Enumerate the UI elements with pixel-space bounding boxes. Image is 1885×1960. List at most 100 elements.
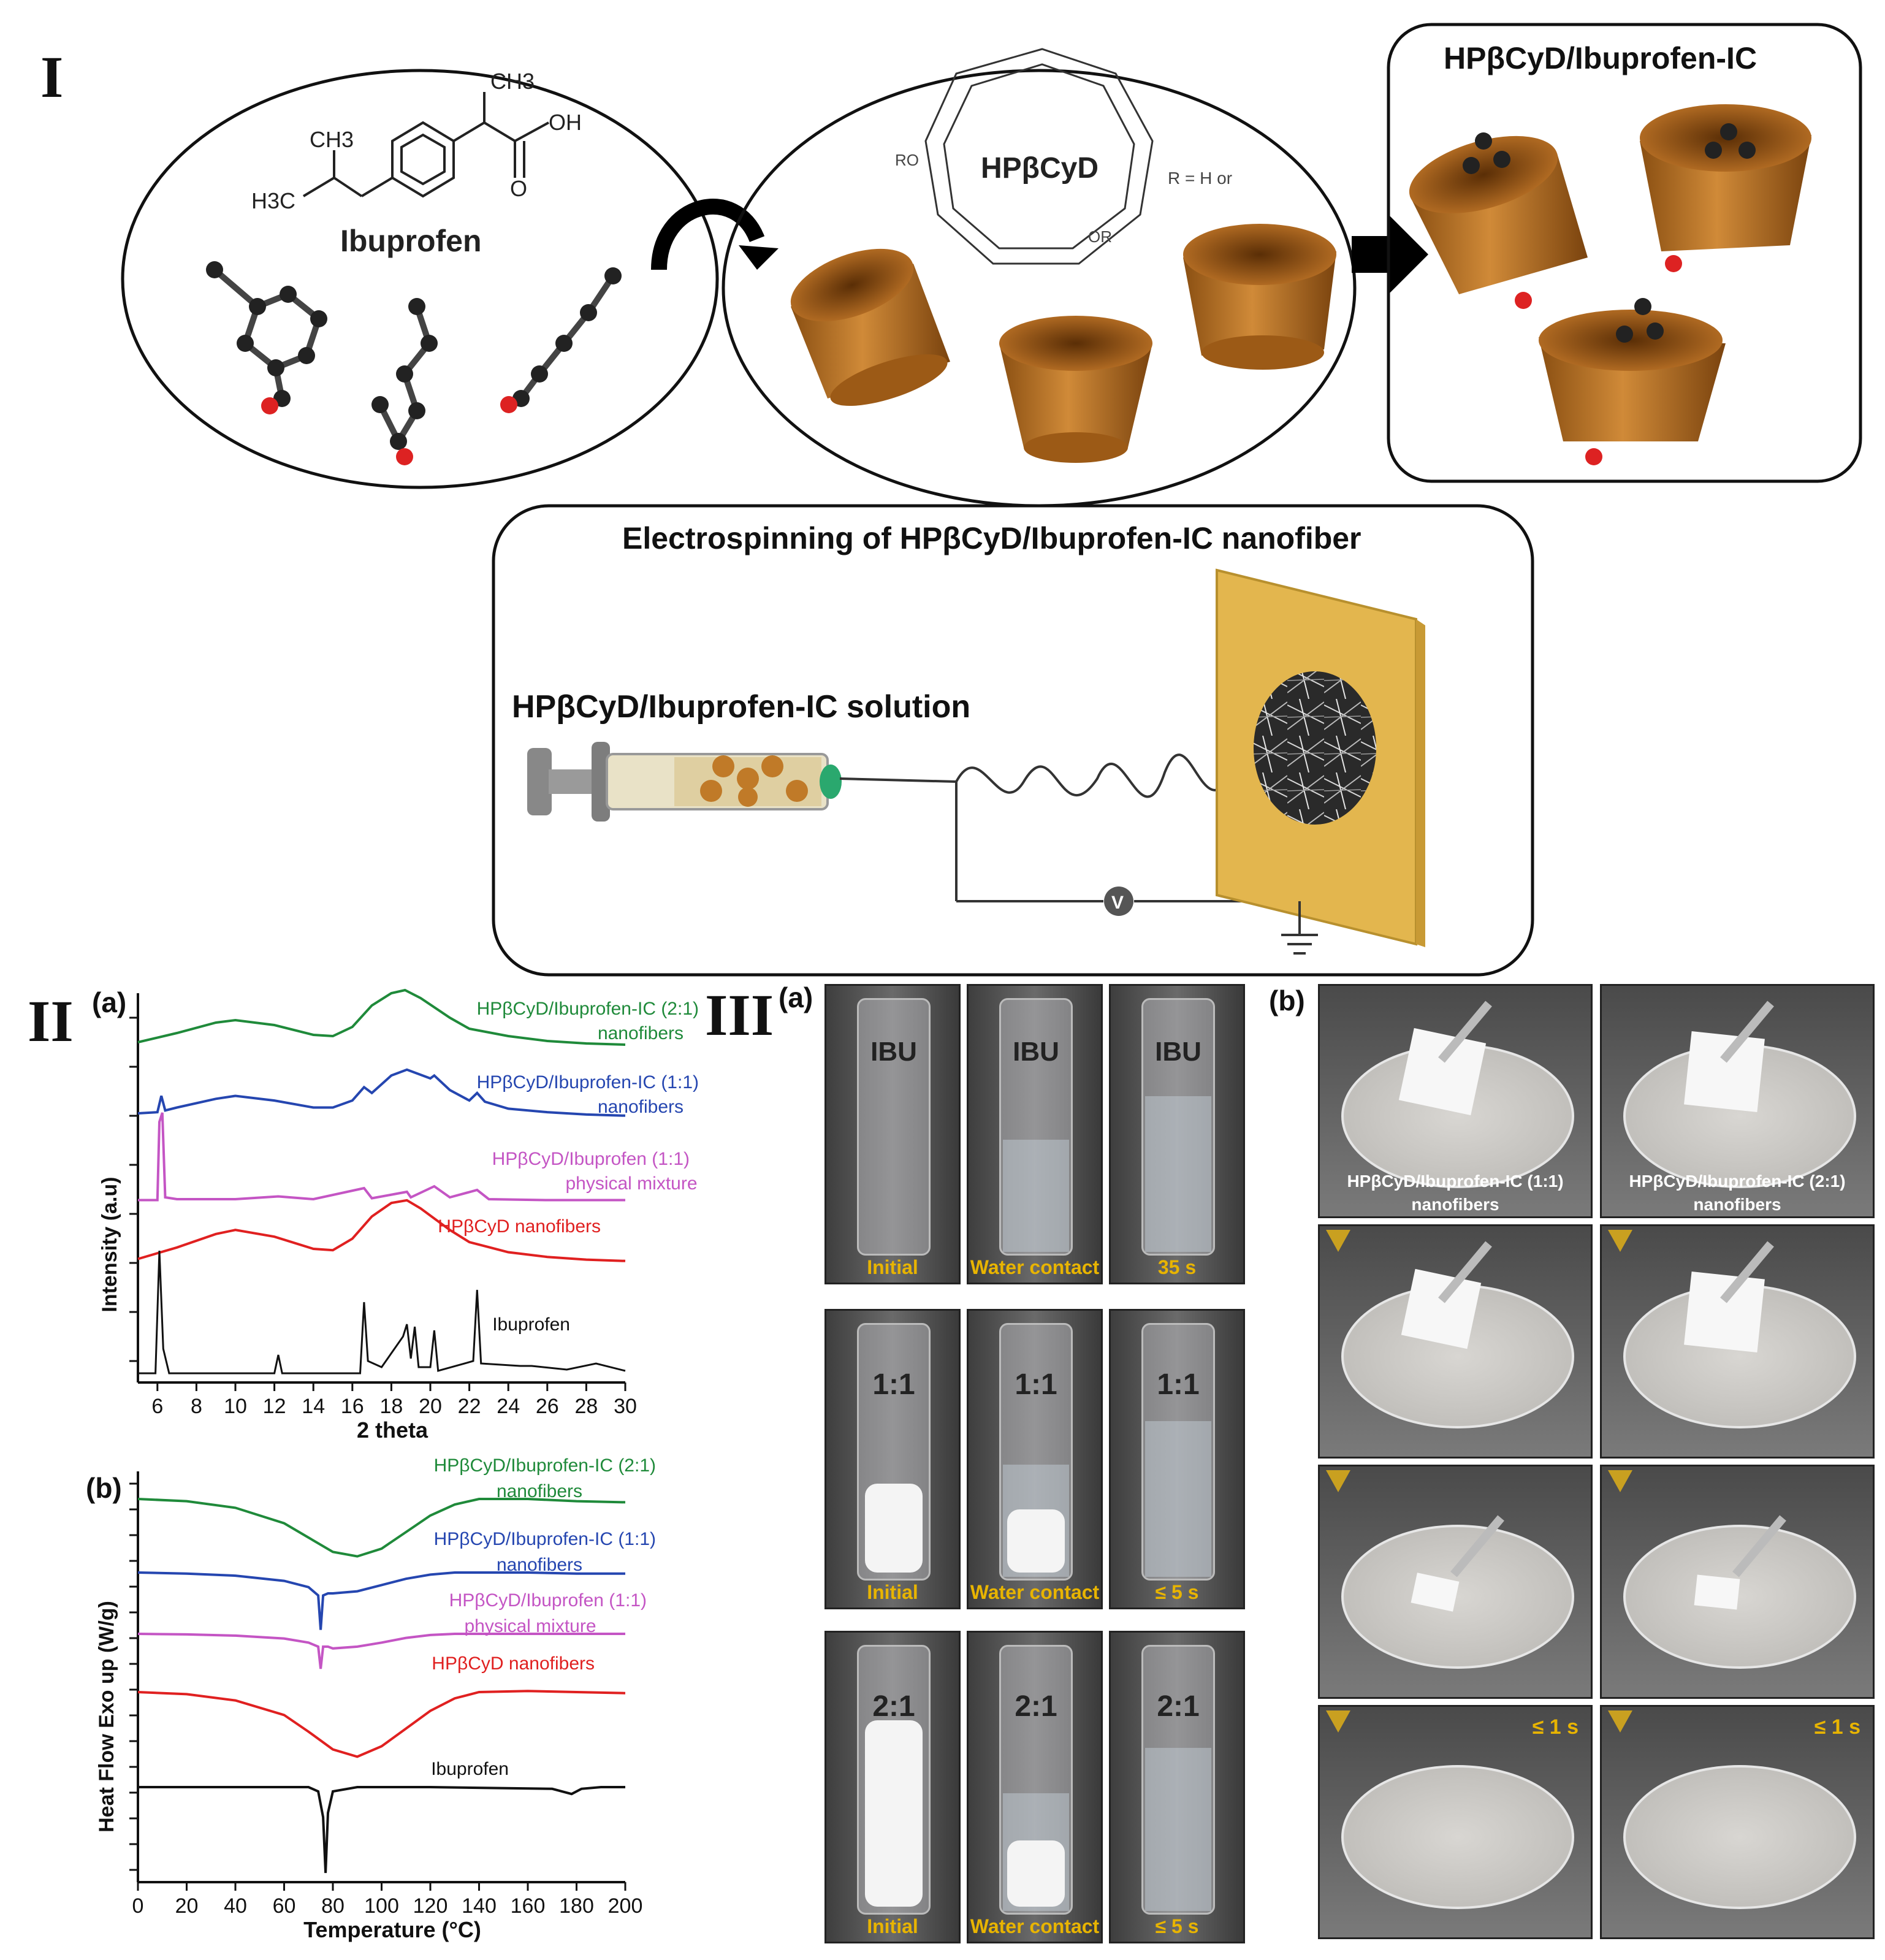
solution-label: HPβCyD/Ibuprofen-IC solution	[512, 689, 970, 725]
curved-arrow	[651, 199, 765, 270]
vial-tag: 1:1	[1157, 1368, 1200, 1401]
panel-II-a-label: (a)	[92, 986, 127, 1018]
xrd-series-line	[137, 988, 626, 1046]
panel-III-a-label: (a)	[779, 982, 813, 1013]
xrd-x-tick-label: 12	[263, 1395, 286, 1418]
fiber-jet	[839, 753, 1233, 798]
xrd-legend-label: HPβCyD/Ibuprofen-IC (1:1)	[477, 1072, 699, 1092]
dsc-x-tick-label: 40	[224, 1894, 247, 1918]
panel-II-label: II	[28, 988, 74, 1054]
ic-complex-2	[1640, 104, 1811, 272]
petri-photo: ≤ 1 s	[1318, 1705, 1593, 1939]
dsc-series-line	[137, 1571, 625, 1630]
vial-tag: 2:1	[872, 1690, 915, 1723]
nanofiber-mat	[1684, 1031, 1765, 1112]
vial-photo-label: Water contact	[970, 1581, 1100, 1603]
petri-caption-line1: HPβCyD/Ibuprofen-IC (2:1)	[1629, 1172, 1846, 1191]
struct-ch3b: CH3	[310, 127, 354, 152]
panel-I-graphic: CH3 OH O CH3 H3C Ibuprofen HPβCyD R = H …	[121, 23, 1862, 977]
glass-vial: 1:1	[857, 1323, 931, 1581]
dsc-x-tick-label: 120	[413, 1894, 448, 1918]
vial-photo-label: Initial	[867, 1915, 918, 1937]
struct-oh: OH	[549, 110, 582, 135]
svg-text:RO: RO	[895, 151, 919, 169]
step-arrow-icon	[1326, 1710, 1350, 1733]
xrd-ylabel: Intensity (a.u)	[98, 1176, 121, 1312]
vial-tag: 2:1	[1157, 1690, 1200, 1723]
xrd-x-tick-label: 18	[379, 1395, 403, 1418]
petri-dish	[1341, 1765, 1574, 1909]
vial-photo: 1:1 ≤ 5 s	[1109, 1309, 1245, 1609]
vial-tag: 2:1	[1015, 1690, 1057, 1723]
voltage-symbol: V	[1111, 893, 1124, 913]
petri-dish	[1341, 1525, 1574, 1669]
petri-photo	[1318, 1224, 1593, 1459]
glass-vial: IBU	[999, 998, 1073, 1256]
struct-ch3: CH3	[490, 69, 535, 94]
vial-tag: 1:1	[872, 1368, 915, 1401]
dsc-x-tick-label: 60	[273, 1894, 296, 1918]
xrd-x-tick-label: 10	[224, 1395, 247, 1418]
water-fill	[1145, 1421, 1211, 1577]
xrd-series-line	[138, 1250, 626, 1375]
dsc-series-line	[137, 1690, 626, 1758]
xrd-legend-label-line2: nanofibers	[598, 1023, 684, 1043]
dsc-legend-label: Ibuprofen	[431, 1759, 509, 1779]
petri-photo	[1318, 1465, 1593, 1699]
ic-complex-3	[1539, 298, 1726, 465]
step-arrow-icon	[1608, 1710, 1632, 1733]
vial-photo-label: ≤ 5 s	[1155, 1581, 1199, 1603]
xrd-legend-label: Ibuprofen	[492, 1314, 570, 1335]
vial-photo-label: Water contact	[970, 1256, 1100, 1278]
dsc-legend-label-line2: physical mixture	[464, 1616, 596, 1636]
panel-III-label: III	[705, 982, 774, 1048]
xrd-x-tick-label: 28	[574, 1395, 598, 1418]
petri-dish	[1623, 1765, 1856, 1909]
step-arrow-icon	[1326, 1230, 1350, 1252]
svg-text:OR: OR	[1088, 227, 1112, 246]
water-fill	[1003, 1139, 1069, 1252]
dsc-x-tick-label: 100	[364, 1894, 399, 1918]
petri-photo	[1600, 1224, 1875, 1459]
glass-vial: 1:1	[999, 1323, 1073, 1581]
step-arrow-icon	[1326, 1470, 1350, 1492]
water-fill	[1145, 1747, 1211, 1911]
vial-photo: 2:1≤ 5 s	[1109, 1631, 1245, 1943]
vial-photo-label: Initial	[867, 1581, 918, 1603]
step-arrow-icon	[1608, 1470, 1632, 1492]
glass-vial: IBU	[857, 998, 931, 1256]
dsc-legend-label: HPβCyD nanofibers	[432, 1653, 595, 1674]
panel-I-label: I	[40, 44, 64, 110]
voltage-source	[1104, 887, 1133, 916]
glass-vial: IBU	[1141, 998, 1215, 1256]
petri-time-label: ≤ 1 s	[1814, 1715, 1860, 1739]
xrd-x-tick-label: 6	[151, 1395, 163, 1418]
xrd-series-line	[137, 1068, 626, 1117]
nanofiber-mat	[1401, 1268, 1481, 1349]
xrd-x-tick-label: 8	[191, 1395, 202, 1418]
dsc-legend-label: HPβCyD/Ibuprofen-IC (2:1)	[434, 1455, 656, 1476]
dsc-x-tick-label: 180	[559, 1894, 594, 1918]
petri-caption-line2: nanofibers	[1693, 1195, 1781, 1214]
xrd-x-tick-label: 14	[302, 1395, 325, 1418]
hpbcyd-structure	[924, 48, 1154, 265]
step-arrow-icon	[1608, 1230, 1632, 1252]
nanofiber-sample	[1007, 1840, 1065, 1907]
petri-dish	[1623, 1525, 1856, 1669]
ibuprofen-ellipse	[121, 69, 719, 489]
panel-II-b-label: (b)	[86, 1472, 122, 1504]
xrd-x-tick-label: 20	[419, 1395, 442, 1418]
xrd-series-line	[137, 1199, 626, 1262]
dsc-ylabel: Heat Flow Exo up (W/g)	[95, 1601, 118, 1832]
petri-photo: HPβCyD/Ibuprofen-IC (1:1)nanofibers	[1318, 984, 1593, 1218]
xrd-x-tick-label: 30	[614, 1395, 637, 1418]
collector-plate	[1216, 568, 1425, 947]
xrd-legend-label: HPβCyD/Ibuprofen (1:1)	[492, 1149, 690, 1169]
xrd-x-tick-label: 22	[458, 1395, 481, 1418]
cyclodextrin-cone-1	[790, 248, 950, 406]
